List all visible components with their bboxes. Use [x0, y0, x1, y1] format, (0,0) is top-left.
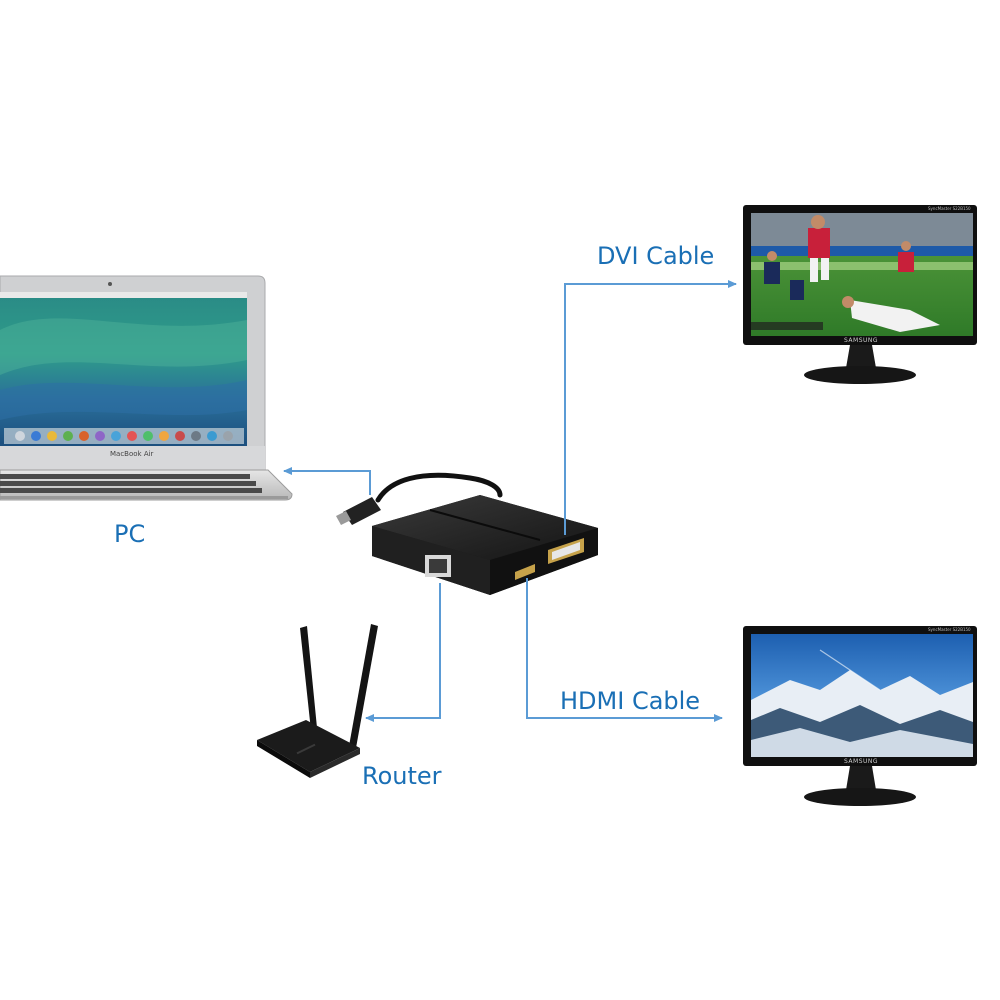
monitor-dvi-model-text: SyncMaster S22B150 [928, 206, 971, 211]
connector-router [365, 583, 441, 722]
laptop-illustration [0, 275, 293, 501]
monitor-dvi-brand-text: SAMSUNG [844, 337, 879, 344]
monitor-dvi-illustration [743, 205, 977, 384]
connector-pc [283, 467, 371, 495]
hdmi-cable-label: HDMI Cable [560, 687, 701, 715]
monitor-hdmi-brand-text: SAMSUNG [844, 758, 879, 765]
pc-label: PC [114, 520, 146, 548]
connector-lines [283, 280, 737, 722]
monitor-hdmi-model-text: SyncMaster S22B150 [928, 627, 971, 632]
connector-dvi [564, 280, 737, 535]
connector-hdmi [526, 578, 723, 722]
router-illustration [257, 624, 378, 778]
monitor-hdmi-illustration [743, 626, 977, 806]
router-label: Router [362, 762, 442, 790]
dvi-cable-label: DVI Cable [597, 242, 715, 270]
docking-adapter [336, 472, 598, 595]
laptop-model-text: MacBook Air [110, 450, 154, 458]
